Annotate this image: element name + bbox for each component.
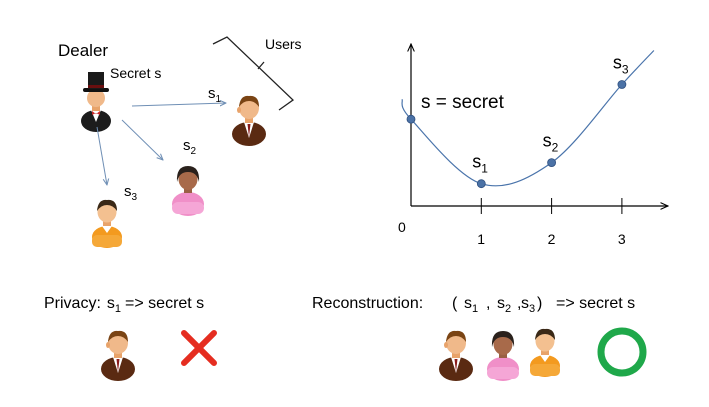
x-tick-label-2: 2 xyxy=(548,231,556,247)
cross-icon xyxy=(181,330,217,366)
share-label-s2: s2 xyxy=(183,137,197,157)
dealer-label: Dealer xyxy=(58,41,108,60)
users-bracket xyxy=(212,36,295,111)
x-tick-label-1: 1 xyxy=(477,231,485,247)
reconstruction-statement: Reconstruction: ( s1 , s2 , s3 ) => secr… xyxy=(312,295,635,316)
curve-point-label-3: s3 xyxy=(613,52,629,76)
curve-point-label-1: s1 xyxy=(472,152,488,176)
share-label-s1: s1 xyxy=(208,85,222,105)
reconstruction-user-s2-icon xyxy=(487,331,519,381)
arrow-to-s2 xyxy=(121,119,163,160)
dealer-icon xyxy=(81,72,111,132)
x-tick-label-3: 3 xyxy=(618,231,626,247)
user-s1-icon xyxy=(232,95,266,146)
users-label: Users xyxy=(265,36,302,52)
curve-point-1 xyxy=(476,179,486,189)
reconstruction-user-s3-icon xyxy=(530,328,560,377)
secret-s-label: Secret s xyxy=(110,65,161,81)
share-label-s3: s3 xyxy=(124,183,138,203)
graph-points: s1 s2 s3 xyxy=(406,52,629,189)
privacy-statement: Privacy:s1=> secret s xyxy=(44,295,204,315)
reconstruction-user-s1-icon xyxy=(439,330,473,381)
curve-point-label-2: s2 xyxy=(543,131,559,155)
user-s3-icon xyxy=(92,199,122,248)
success-circle-icon xyxy=(597,327,647,377)
graph-ticks: 1 2 3 xyxy=(477,198,626,247)
privacy-user-icon xyxy=(101,330,135,381)
arrow-to-s1 xyxy=(131,103,226,107)
curve-point-0 xyxy=(406,114,416,124)
curve-point-2 xyxy=(547,158,556,168)
user-s2-icon xyxy=(172,166,204,216)
curve-point-3 xyxy=(617,80,627,89)
arrow-to-s3 xyxy=(96,126,107,185)
users-bracket-tick xyxy=(257,61,265,70)
secret-point-label: s = secret xyxy=(421,92,505,113)
graph-origin-label: 0 xyxy=(398,219,406,235)
